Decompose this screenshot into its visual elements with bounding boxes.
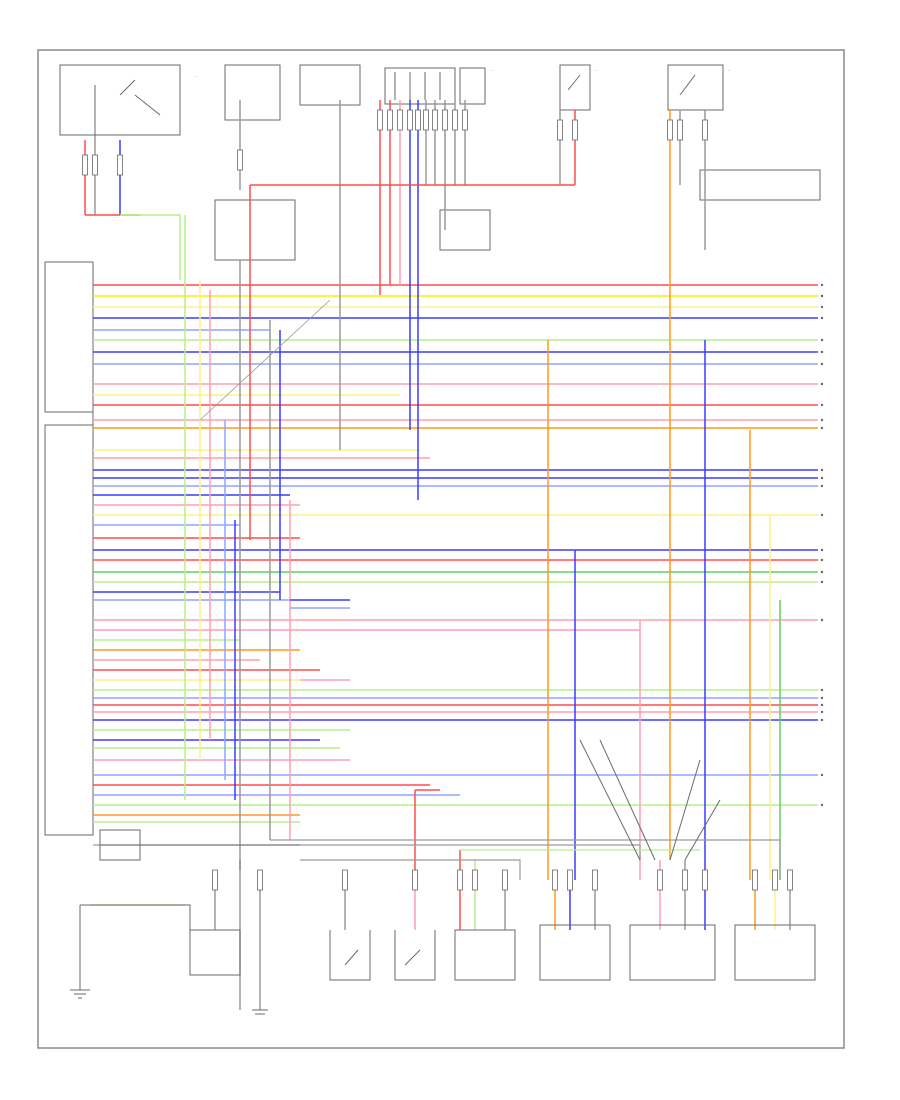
ecu-connector-block — [44, 261, 94, 836]
wire-end-terminal — [820, 350, 824, 354]
wire-end-terminal — [820, 294, 824, 298]
connector-icon — [667, 119, 673, 141]
connector-icon — [442, 109, 448, 131]
connector-icon — [462, 109, 468, 131]
connector-markers — [82, 109, 793, 891]
connector-icon — [702, 119, 708, 141]
connector-icon — [257, 869, 263, 891]
wire — [199, 299, 331, 421]
connector-icon — [82, 154, 88, 176]
connector-icon — [592, 869, 598, 891]
wire-end-terminal — [820, 803, 824, 807]
wire-end-terminal — [820, 688, 824, 692]
connector-icon — [387, 109, 393, 131]
wire-end-terminal — [820, 696, 824, 700]
wire-end-terminal — [820, 338, 824, 342]
wire-end-terminal — [820, 710, 824, 714]
wire-end-terminal — [820, 484, 824, 488]
wire-end-terminal — [820, 362, 824, 366]
connector-icon — [677, 119, 683, 141]
connector-icon — [557, 119, 563, 141]
connector-icon — [682, 869, 688, 891]
wire-end-terminal — [820, 283, 824, 287]
diagram-frame — [37, 49, 845, 1049]
connector-icon — [377, 109, 383, 131]
wire-end-terminal — [820, 418, 824, 422]
wire — [120, 214, 181, 280]
connector-icon — [407, 109, 413, 131]
wire-end-terminal — [820, 570, 824, 574]
svg-text:···: ··· — [490, 69, 493, 73]
wire-end-terminal — [820, 476, 824, 480]
connector-icon — [397, 109, 403, 131]
bottom-components — [70, 739, 816, 1015]
wire-end-terminal — [820, 305, 824, 309]
wire — [300, 859, 521, 880]
connector-icon — [702, 869, 708, 891]
svg-text:···: ··· — [595, 69, 598, 73]
wire-end-terminal — [820, 703, 824, 707]
connector-icon — [552, 869, 558, 891]
connector-icon — [772, 869, 778, 891]
connector-icon — [412, 869, 418, 891]
wire-end-terminal — [820, 773, 824, 777]
svg-text:···: ··· — [728, 69, 731, 73]
connector-icon — [457, 869, 463, 891]
connector-icon — [472, 869, 478, 891]
connector-icon — [452, 109, 458, 131]
connector-icon — [117, 154, 123, 176]
connector-icon — [567, 869, 573, 891]
connector-icon — [657, 869, 663, 891]
connector-icon — [502, 869, 508, 891]
wire-end-terminal — [820, 558, 824, 562]
wire — [93, 844, 641, 860]
wire-end-terminal — [820, 718, 824, 722]
top-components: ··· ··· ··· ··· — [59, 64, 821, 261]
connector-icon — [752, 869, 758, 891]
wire-end-terminal — [820, 468, 824, 472]
wire — [270, 839, 781, 880]
connector-icon — [92, 154, 98, 176]
wire-end-terminal — [820, 513, 824, 517]
wire-end-terminal — [820, 403, 824, 407]
connector-icon — [572, 119, 578, 141]
diagram-id-label: ··· — [42, 1051, 45, 1055]
wire-end-terminal — [820, 316, 824, 320]
connector-icon — [432, 109, 438, 131]
wire-end-terminal — [820, 618, 824, 622]
connector-icon — [212, 869, 218, 891]
wire-end-terminal — [820, 382, 824, 386]
connector-icon — [342, 869, 348, 891]
wires-layer — [84, 100, 818, 1010]
svg-text:···: ··· — [195, 75, 198, 79]
connector-icon — [237, 149, 243, 171]
wire-end-terminal — [820, 580, 824, 584]
wire-end-terminal — [820, 426, 824, 430]
connector-icon — [415, 109, 421, 131]
connector-icon — [423, 109, 429, 131]
connector-icon — [787, 869, 793, 891]
right-connector-stubs — [820, 283, 824, 807]
wire-end-terminal — [820, 548, 824, 552]
